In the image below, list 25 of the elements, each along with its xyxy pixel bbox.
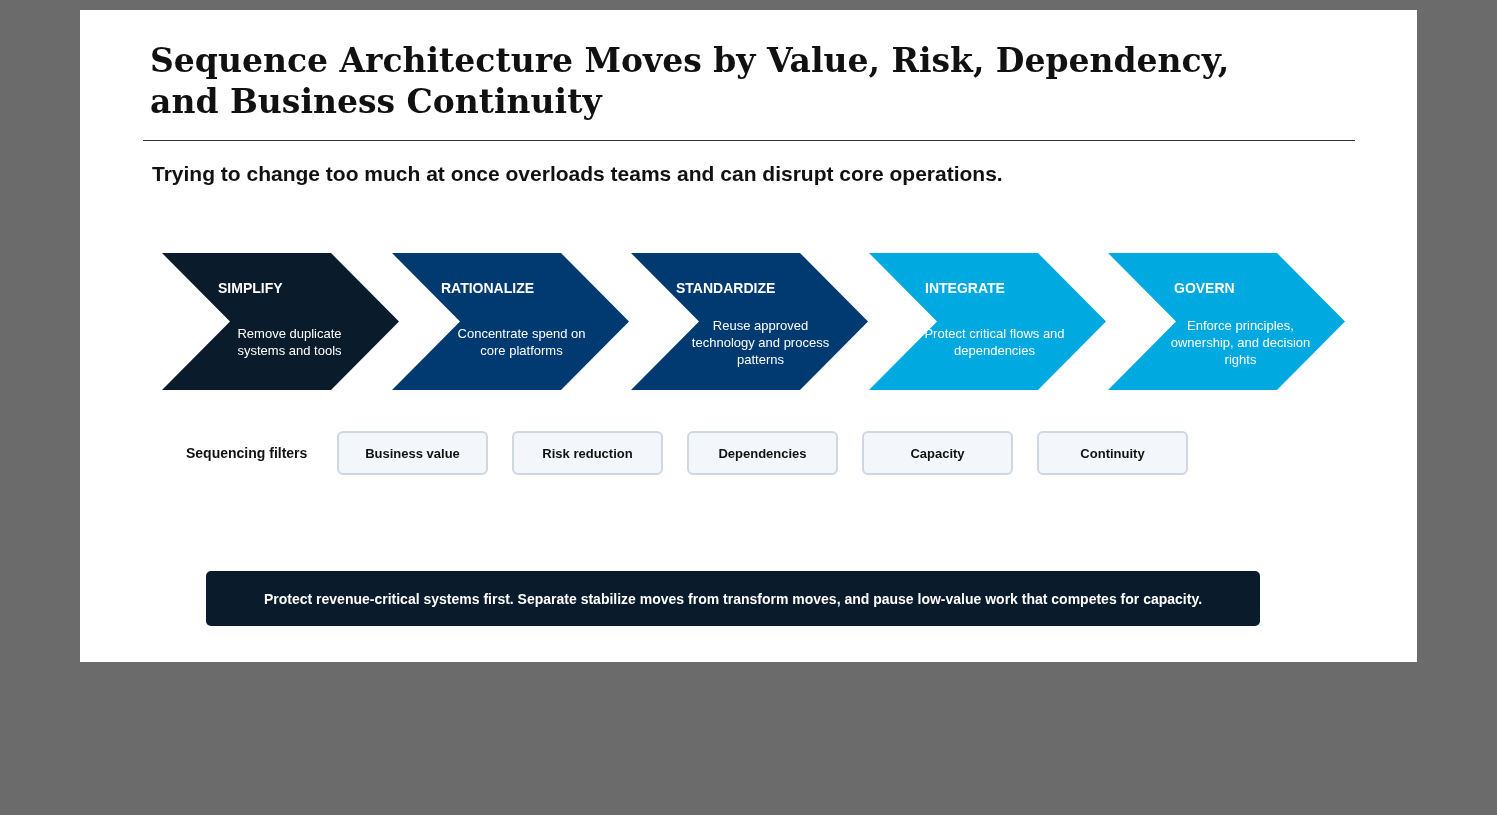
note-banner [206,571,1260,626]
filter-card [512,431,663,475]
filter-label: Business value [365,445,460,461]
step-description: Remove duplicate systems and tools [236,325,343,359]
step-heading: SIMPLIFY [218,280,283,296]
step-description: Enforce principles, ownership, and decision rights [1169,317,1312,368]
filter-label: Risk reduction [542,445,633,461]
filter-label: Dependencies [718,445,807,461]
step-description: Protect critical flows and dependencies [923,325,1066,359]
subtitle: Trying to change too much at once overloads teams and can disrupt core operations. [152,162,1003,186]
step-heading: RATIONALIZE [441,280,535,296]
step-description: Reuse approved technology and process patterns [690,317,831,368]
step-heading: INTEGRATE [925,280,1005,296]
filter-card [1037,431,1188,475]
filter-label: Capacity [910,445,965,461]
filter-card [862,431,1013,475]
step-description: Concentrate spend on core platforms [456,325,587,359]
row-label: Sequencing filters [186,445,308,461]
filter-card [337,431,488,475]
note-text: Protect revenue-critical systems first. Separate stabilize moves from transform moves, and pause low-value work that competes for capacity. [263,590,1203,607]
slide-title: Sequence Architecture Moves by Value, Risk, Dependency, and Business Continuity [150,40,1231,122]
filter-card [687,431,838,475]
step-heading: GOVERN [1174,280,1235,296]
step-heading: STANDARDIZE [676,280,776,296]
filter-label: Continuity [1080,445,1145,461]
